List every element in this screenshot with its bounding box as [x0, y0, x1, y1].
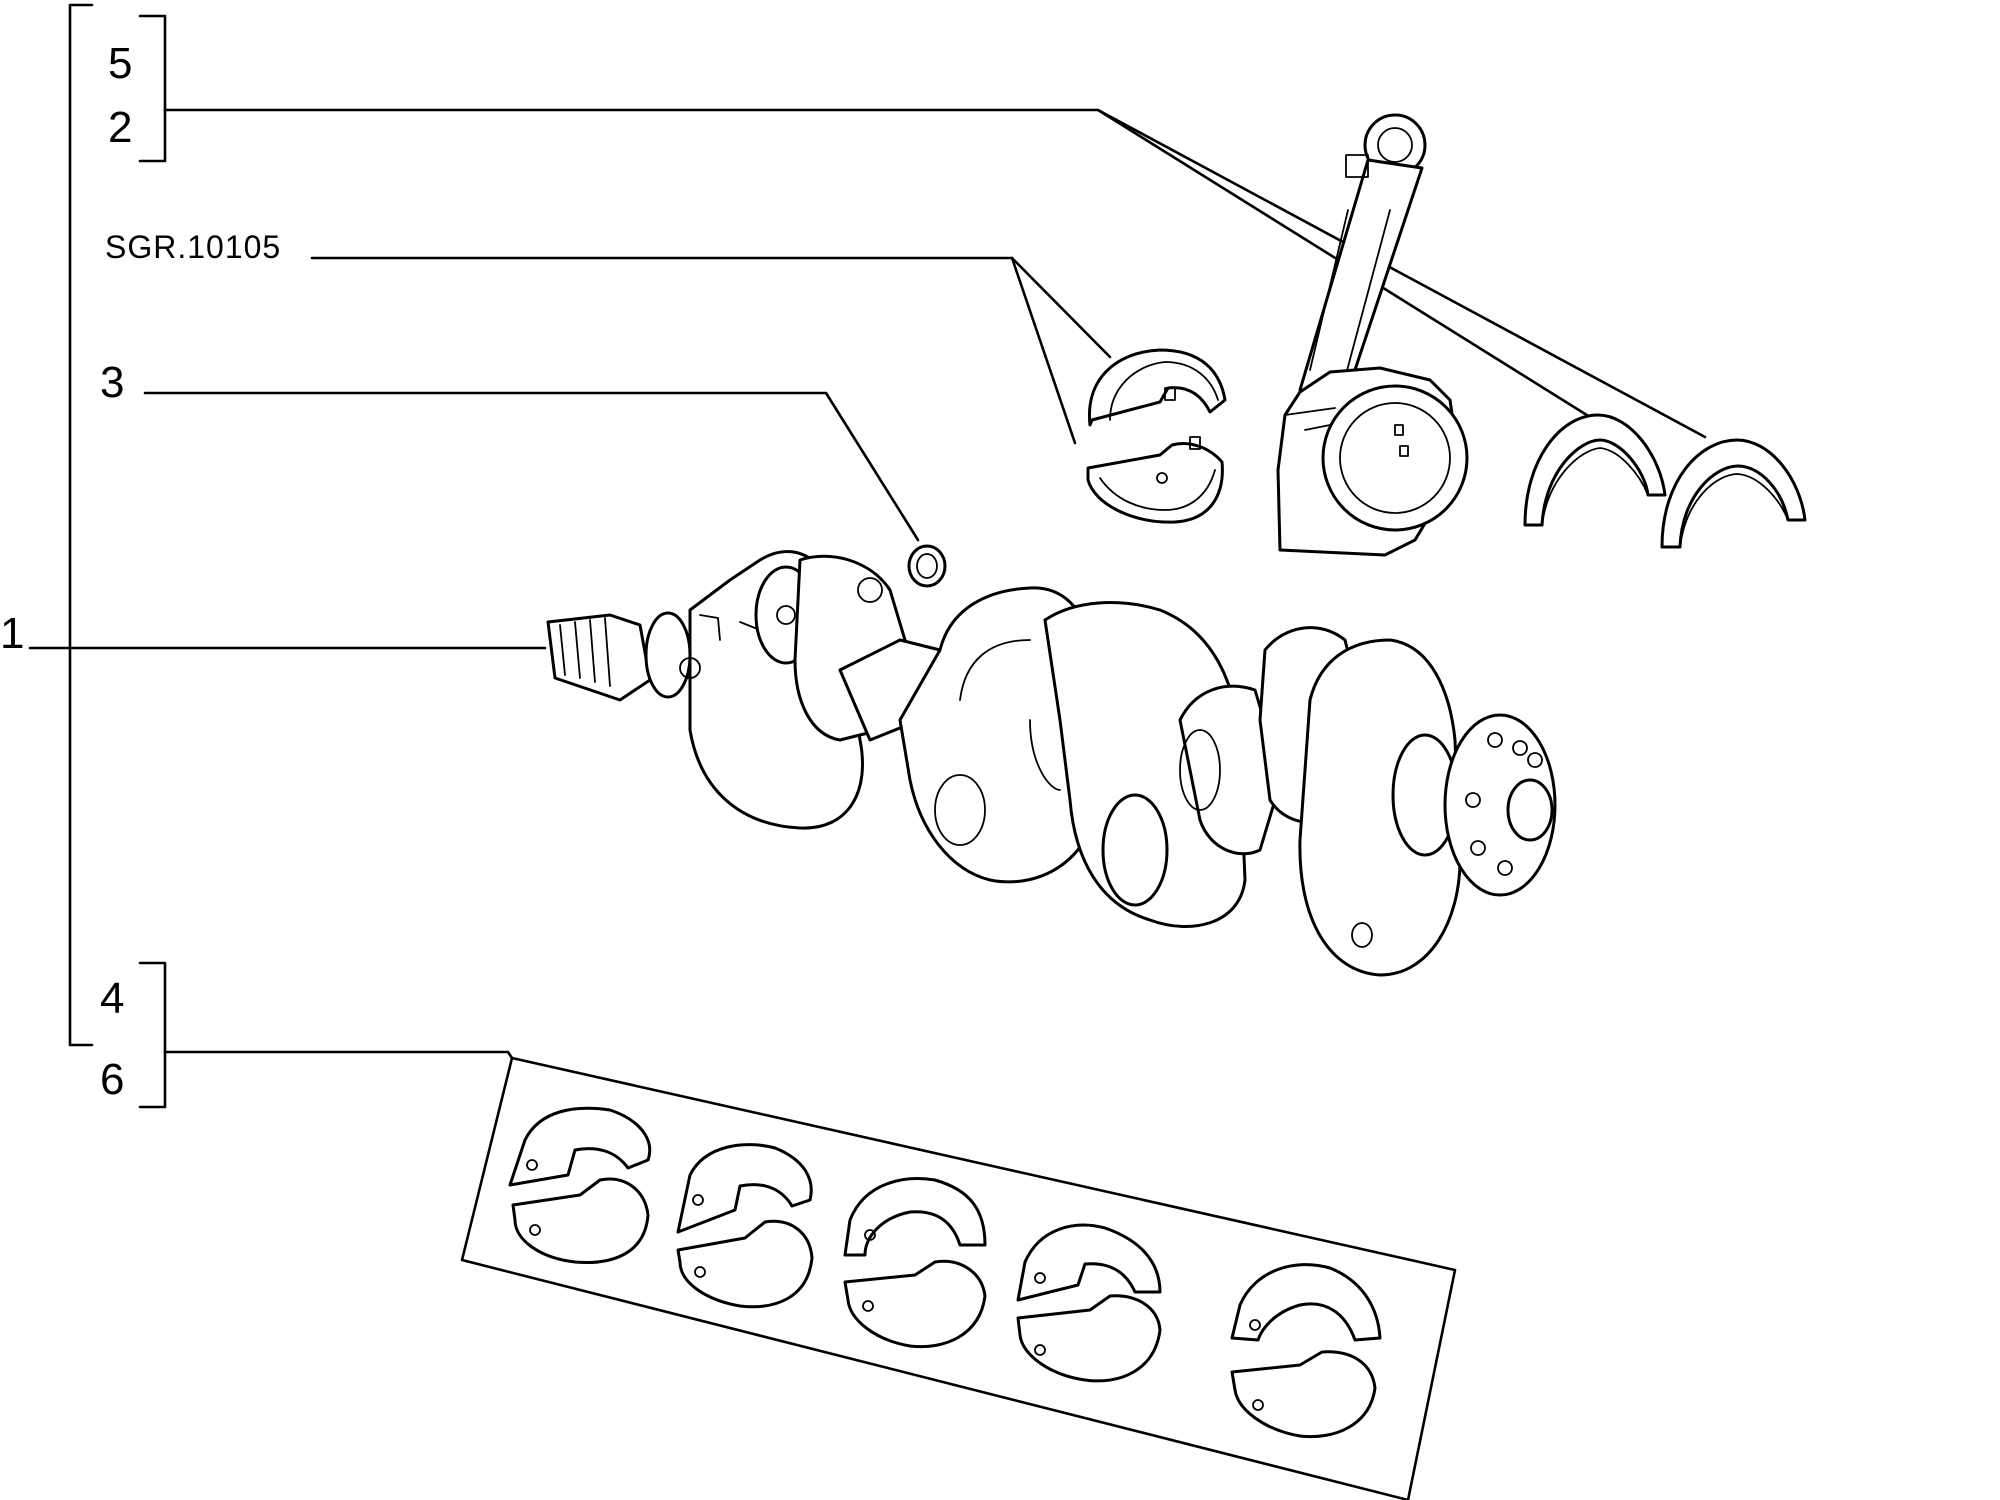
- connecting-rod-drawing: [1276, 113, 1469, 557]
- thrust-washers-drawing: [1523, 413, 1807, 549]
- main-bearing-pair-3: [843, 1177, 987, 1349]
- main-bearing-set-drawing: [460, 1056, 1457, 1500]
- crankshaft-drawing: [546, 550, 1557, 977]
- callout-brackets: [68, 3, 167, 1109]
- label-item-1: 1: [0, 609, 24, 658]
- main-bearing-pair-4: [1016, 1223, 1162, 1383]
- main-bearing-pair-5: [1230, 1263, 1382, 1439]
- leader-lines: [28, 108, 1707, 1060]
- label-item-4: 4: [100, 974, 124, 1023]
- label-item-2: 2: [108, 103, 132, 152]
- label-group-ref: SGR.10105: [105, 229, 281, 265]
- callout-labels: 5 2 SGR.10105 3 1 4 6: [0, 39, 281, 1104]
- label-item-5: 5: [108, 39, 132, 88]
- label-item-3: 3: [100, 358, 124, 407]
- main-bearing-pair-2: [676, 1143, 814, 1309]
- main-bearing-pair-1: [508, 1106, 652, 1264]
- pilot-bush-drawing: [907, 544, 947, 588]
- label-item-6: 6: [100, 1055, 124, 1104]
- conrod-bearing-shells-drawing: [1086, 348, 1227, 524]
